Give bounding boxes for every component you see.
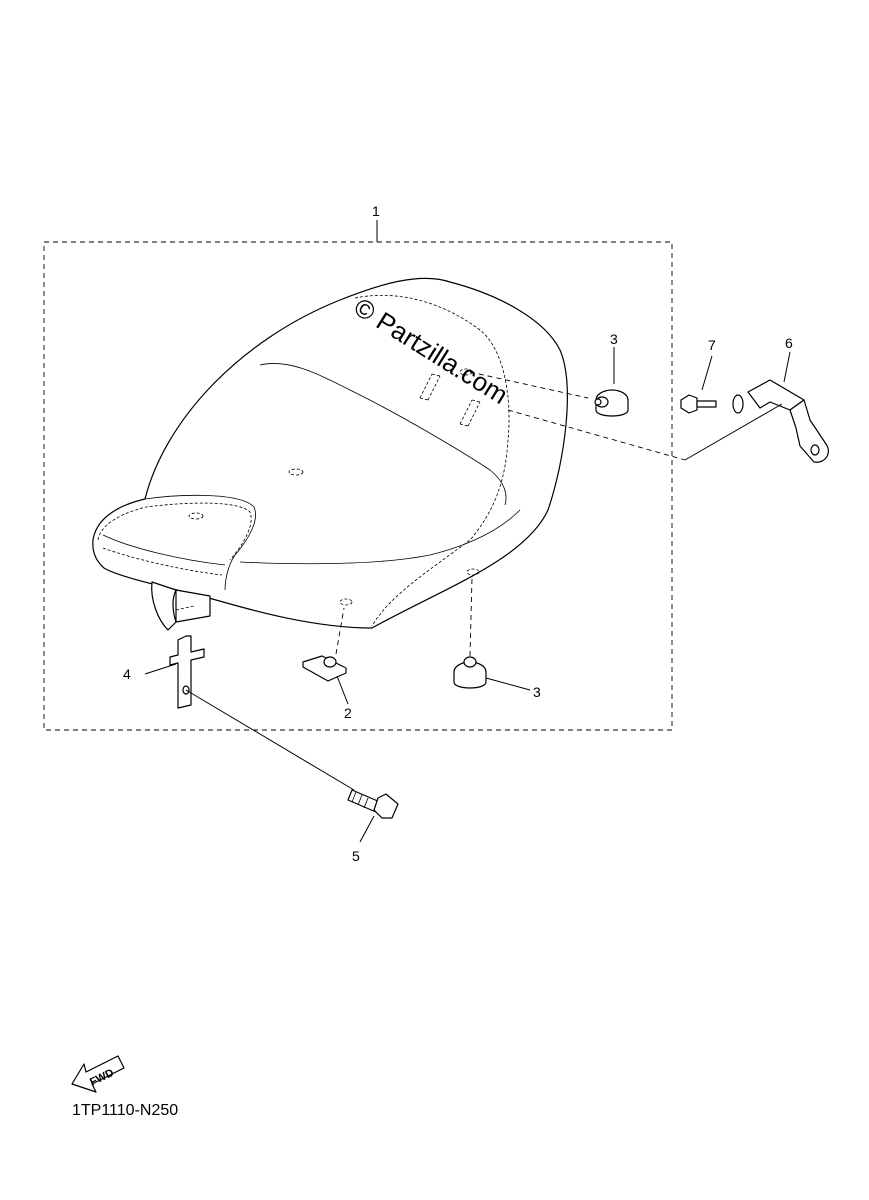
bolt-right [680,394,744,414]
callout-seat: 1 [372,203,380,219]
callout-damper-bottom: 3 [533,684,541,700]
callout-bolt-bottom: 5 [352,848,360,864]
fwd-arrow-icon: FWD [71,1055,125,1093]
callout-bolt-right: 7 [708,337,716,353]
damper-bottom [453,656,487,689]
leader-lines [144,220,791,843]
bracket-right [747,379,829,463]
callout-bracket-plate: 4 [123,666,131,682]
nut [302,655,347,682]
callout-bracket-right: 6 [785,335,793,351]
seat [92,277,568,631]
bracket-plate [169,635,205,709]
bolt-bottom [347,789,399,819]
damper-top [594,389,629,417]
callout-damper-top: 3 [610,331,618,347]
drawing-code: 1TP1110-N250 [72,1102,179,1119]
callout-nut: 2 [344,705,352,721]
